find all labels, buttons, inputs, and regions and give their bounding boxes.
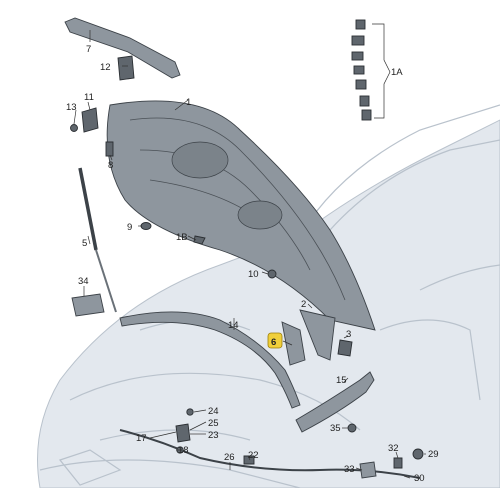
label-30: 30	[414, 473, 425, 484]
label-23: 23	[208, 430, 219, 441]
label-6: 6	[271, 337, 276, 348]
bolt	[354, 66, 364, 74]
label-11: 11	[84, 92, 94, 103]
striker-part-3	[338, 340, 352, 356]
label-34: 34	[78, 276, 89, 287]
label-1b: 1B	[176, 232, 188, 243]
label-17: 17	[136, 433, 147, 444]
clip-part-13	[71, 125, 78, 132]
label-13: 13	[66, 102, 77, 113]
clip-part-23	[176, 424, 190, 442]
label-15: 15	[336, 375, 347, 386]
label-7: 7	[86, 44, 91, 55]
stop-part-10	[268, 270, 276, 278]
label-25: 25	[208, 418, 219, 429]
label-10: 10	[248, 269, 259, 280]
label-26: 26	[224, 452, 235, 463]
bolt	[360, 96, 369, 106]
bracket-part-11	[82, 108, 98, 132]
bolt	[352, 52, 363, 60]
label-35: 35	[330, 423, 341, 434]
grommet-part-29	[413, 449, 423, 459]
bolt-set-1a	[352, 20, 371, 120]
bracket-part-34	[72, 294, 104, 316]
hinge-part-12	[118, 56, 134, 80]
label-29: 29	[428, 449, 439, 460]
label-18: 18	[178, 445, 189, 456]
bolt	[362, 110, 371, 120]
bolt	[352, 36, 364, 45]
handle-part-33	[360, 462, 376, 478]
label-5: 5	[82, 238, 87, 249]
label-3: 3	[346, 329, 351, 340]
label-24: 24	[208, 406, 219, 417]
clip-part-8	[106, 142, 113, 156]
stop-part-9	[141, 223, 151, 230]
label-14: 14	[228, 320, 239, 331]
bolt	[356, 80, 366, 89]
clip-part-32	[394, 458, 402, 468]
bolt	[356, 20, 365, 29]
bonnet-panel	[238, 201, 282, 229]
label-8: 8	[108, 160, 113, 171]
label-9: 9	[127, 222, 132, 233]
clip-part-35	[348, 424, 356, 432]
label-33: 33	[344, 464, 355, 475]
label-32: 32	[388, 443, 399, 454]
clip-part-24	[187, 409, 193, 415]
label-2: 2	[301, 299, 306, 310]
label-1a: 1A	[391, 67, 403, 78]
label-12: 12	[100, 62, 111, 73]
bonnet-panel	[172, 142, 228, 178]
label-22: 22	[248, 450, 259, 461]
label-1: 1	[186, 97, 191, 108]
